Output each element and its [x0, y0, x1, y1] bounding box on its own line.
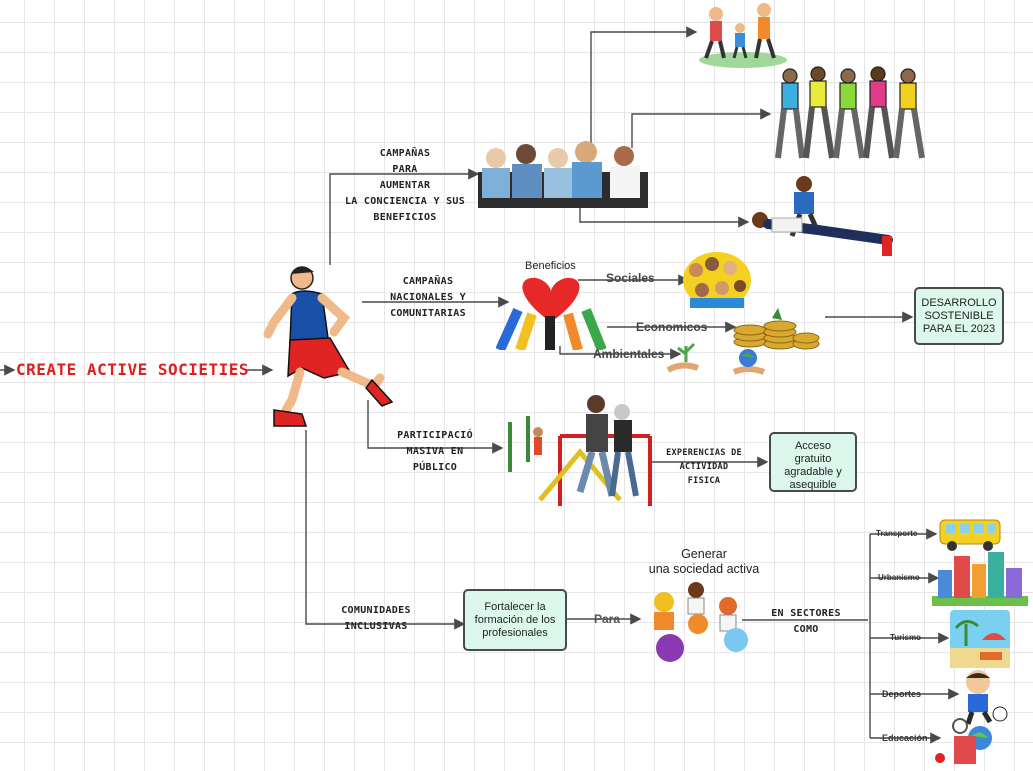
- beach-icon: [950, 610, 1010, 668]
- coins-image: [733, 308, 820, 350]
- benefit-economic-label: Economicos: [636, 320, 708, 334]
- generate-label: Generar una sociedad activa: [648, 547, 760, 576]
- kids-exercise-image: [654, 582, 748, 662]
- branch-awareness-label: CAMPAÑAS PARA AUMENTAR LA CONCIENCIA Y S…: [344, 148, 466, 223]
- education-icon: [935, 718, 992, 764]
- sustainable-development-box: DESARROLLO SOSTENIBLE PARA EL 2023: [914, 287, 1004, 345]
- sector-urbanism-label: Urbanismo: [878, 573, 920, 582]
- branch-national-label: CAMPAÑAS NACIONALES Y COMUNITARIAS: [390, 276, 466, 319]
- sector-transport-label: Transporte: [876, 529, 918, 538]
- bus-icon: [939, 519, 1001, 551]
- sector-tourism-label: Turismo: [890, 633, 921, 642]
- benefit-environment-label: Ambientales: [593, 347, 665, 361]
- sector-education-label: Educación: [882, 733, 928, 743]
- heart-hands-image: [496, 277, 606, 350]
- runner-illustration: [263, 266, 394, 427]
- experiences-label: EXPERENCIAS DE ACTIVIDAD FISICA: [666, 448, 742, 486]
- benefits-header: Beneficios: [525, 260, 576, 272]
- social-crowd-image: [683, 252, 751, 308]
- environment-image: [666, 342, 766, 375]
- outdoor-gym-image: [508, 395, 652, 506]
- individual-exercise-image: [752, 176, 893, 256]
- community-dance-image: [775, 66, 925, 159]
- diagram-title: CREATE ACTIVE SOCIETIES: [16, 360, 250, 379]
- branch-inclusive-label: COMUNIDADES INCLUSIVAS: [341, 605, 411, 632]
- training-box: Fortalecer la formación de los profesion…: [463, 589, 567, 651]
- sector-sports-label: Deportes: [882, 689, 922, 699]
- branch-participation-label: PARTICIPACIÓ MASIVA EN PÚBLICO: [397, 430, 473, 473]
- city-icon: [932, 552, 1028, 606]
- benefit-social-label: Sociales: [606, 271, 655, 285]
- family-exercise-image: [699, 3, 787, 68]
- sectors-label: EN SECTORES COMO: [771, 608, 841, 635]
- para-label: Para: [594, 612, 621, 626]
- health-workers-image: [478, 141, 648, 208]
- free-access-box: Acceso gratuito agradable y asequible: [769, 432, 857, 492]
- kid-soccer-icon: [965, 670, 1008, 725]
